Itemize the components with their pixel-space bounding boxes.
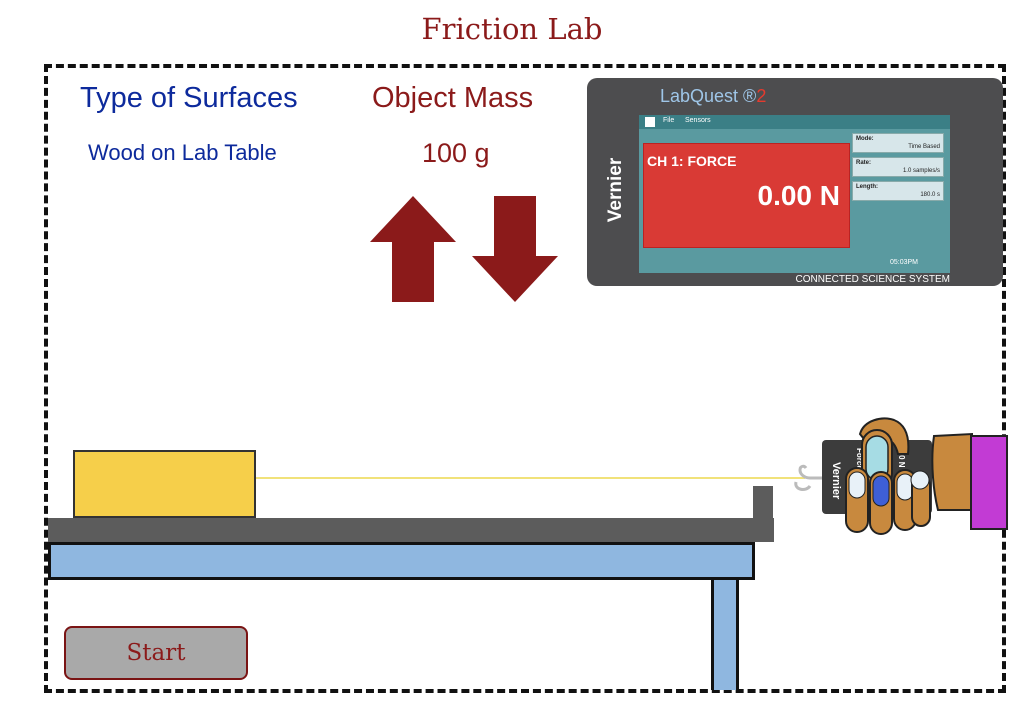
rate-info: Rate:1.0 samples/s [852,157,944,177]
force-reading: 0.00 N [757,180,841,211]
decrease-mass-arrow-icon[interactable] [472,196,558,302]
table-surface [48,518,774,542]
channel-label: CH 1: FORCE [647,153,737,169]
mode-info: Mode:Time Based [852,133,944,153]
sleeve [970,435,1008,530]
length-info: Length:180.0 s [852,181,944,201]
labquest-title: LabQuest ®2 [660,86,767,106]
surface-heading: Type of Surfaces [80,82,298,114]
hand-icon [845,417,973,535]
menu-sensors[interactable]: Sensors [685,117,711,124]
string [75,477,805,479]
mass-heading: Object Mass [372,82,534,114]
clock-time: 05:03PM [890,259,919,266]
wood-block[interactable] [73,450,256,518]
mass-value: 100 g [422,138,490,168]
menu-file[interactable]: File [663,117,675,124]
surface-value[interactable]: Wood on Lab Table [88,140,277,165]
labquest-home-icon [645,117,655,127]
start-button[interactable]: Start [64,626,248,680]
table-leg [711,580,739,690]
table-body [48,542,755,580]
page-title: Friction Lab [421,12,603,46]
simulation-frame [44,64,1006,693]
labquest-menubar: File Sensors [639,115,950,129]
force-display-panel [643,143,850,248]
increase-mass-arrow-icon[interactable] [370,196,456,302]
labquest-footer: CONNECTED SCIENCE SYSTEM [795,274,950,285]
hook-icon [794,464,822,491]
table-stop [753,486,773,518]
